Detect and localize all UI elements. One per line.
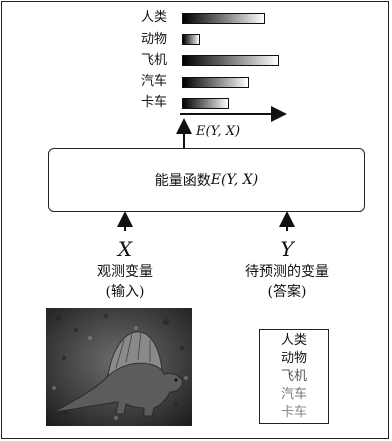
y-caption-line2: (答案) [267, 284, 307, 300]
category-label: 飞机 [140, 53, 167, 68]
dinosaur-photo [46, 308, 192, 426]
answer-option: 汽车 [280, 387, 307, 402]
answer-option: 动物 [280, 351, 307, 366]
category-label: 人类 [140, 10, 167, 25]
answer-options-box: 人类 动物 飞机 汽车 卡车 [259, 329, 329, 424]
energy-bar-5 [182, 97, 229, 109]
energy-bar-3 [182, 55, 279, 67]
x-caption-line2: (输入) [105, 284, 145, 300]
y-variable-symbol: Y [280, 237, 294, 261]
energy-function-label: 能量函数 E(Y, X) [154, 172, 259, 189]
answer-option: 飞机 [280, 369, 307, 384]
category-label: 动物 [140, 32, 167, 47]
answer-option: 卡车 [280, 405, 307, 420]
answer-option: 人类 [280, 333, 307, 348]
energy-function-box: 能量函数 E(Y, X) [48, 148, 365, 212]
energy-axis-label: E(Y, X) [196, 124, 241, 139]
dinosaur-sail [107, 331, 163, 378]
x-variable-symbol: X [117, 237, 133, 261]
x-caption-line1: 观测变量 [97, 264, 153, 280]
category-label: 汽车 [140, 74, 167, 89]
energy-bar-2 [182, 34, 200, 46]
energy-bar-4 [182, 76, 249, 88]
category-label: 卡车 [140, 95, 167, 110]
y-caption-line1: 待预测的变量 [245, 264, 329, 280]
energy-bar-1 [182, 13, 265, 24]
